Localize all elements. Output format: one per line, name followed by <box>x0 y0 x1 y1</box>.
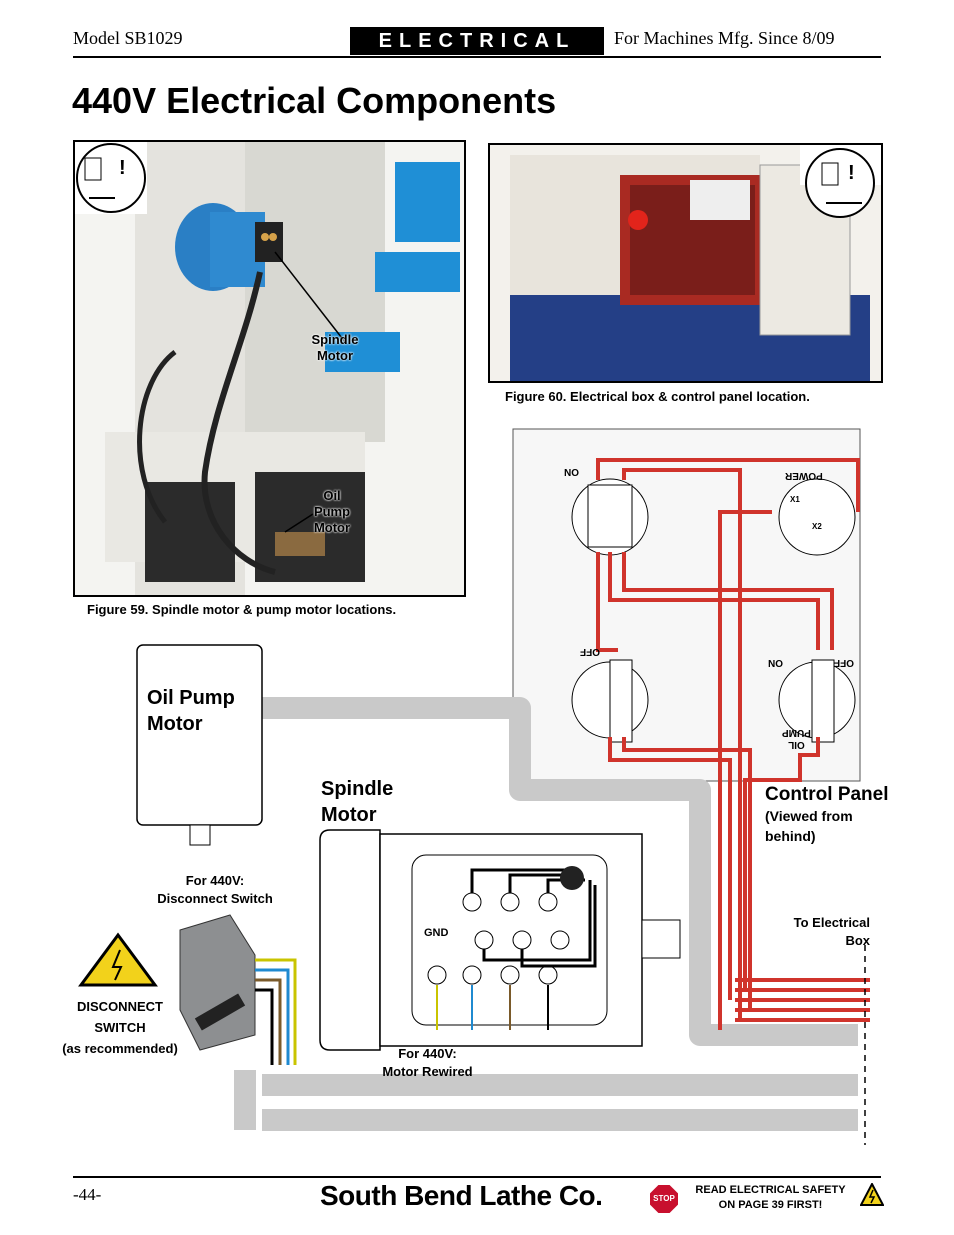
to-electrical-box-label: To Electrical Box <box>770 914 870 950</box>
spindle-motor-label-line1: Spindle <box>321 778 394 800</box>
safety-notice: READ ELECTRICAL SAFETY ON PAGE 39 FIRST! <box>683 1183 858 1213</box>
control-panel-note-line1: (Viewed from <box>765 808 853 824</box>
disconnect-switch-label-line2: SWITCH <box>94 1020 146 1035</box>
panel-label-power: POWER <box>785 470 823 481</box>
figure-59-illustration: ! <box>75 142 464 595</box>
disconnect-switch-note-line2: Disconnect Switch <box>157 891 273 906</box>
brand-logo: South Bend Lathe Co. <box>320 1180 603 1211</box>
conduits <box>234 697 858 1131</box>
machines-label: For Machines Mfg. Since 8/09 <box>614 28 835 48</box>
callout-spindle-motor: Spindle Motor <box>300 332 370 364</box>
panel-label-off-left: OFF <box>580 646 600 657</box>
disconnect-switch-label: DISCONNECT SWITCH (as recommended) <box>55 996 185 1059</box>
oil-pump-motor-label-line2: Motor <box>147 713 203 735</box>
figure-59-photo: ! <box>73 140 466 597</box>
oil-pump-motor-label: Oil Pump Motor <box>147 685 235 737</box>
motor-terminals <box>427 892 570 985</box>
panel-oil-pump-line2: PUMP <box>782 727 811 738</box>
footer-rule <box>73 1176 881 1178</box>
control-panel-label: Control Panel <box>765 784 889 805</box>
disconnect-switch-label-line1: DISCONNECT <box>77 999 163 1014</box>
motor-rewired-label: For 440V: Motor Rewired <box>370 1045 485 1081</box>
callout-pump-line1: Oil <box>323 488 341 503</box>
gnd-label: GND <box>424 927 449 939</box>
disconnect-switch-note-line1: For 440V: <box>185 873 245 888</box>
disconnect-switch-label-line3: (as recommended) <box>62 1041 178 1056</box>
panel-label-on-top: ON <box>564 466 579 477</box>
control-panel-note: (Viewed from behind) <box>765 806 853 846</box>
control-panel-note-line2: behind) <box>765 828 816 844</box>
motor-rewired-label-line1: For 440V: <box>398 1046 457 1061</box>
header-rule <box>73 56 881 58</box>
callout-spindle-line1: Spindle <box>311 332 359 347</box>
high-voltage-warning-icon <box>78 932 158 987</box>
warning-triangle-icon <box>860 1183 884 1206</box>
safety-notice-line2: ON PAGE 39 FIRST! <box>718 1199 823 1211</box>
red-panel-wires <box>596 458 870 1030</box>
panel-label-oil-pump: OIL PUMP <box>782 726 811 750</box>
motor-leads <box>436 985 549 1030</box>
page-title: 440V Electrical Components <box>72 80 557 121</box>
callout-spindle-line2: Motor <box>316 348 354 363</box>
svg-text:!: ! <box>119 157 126 179</box>
motor-rewired-label-line2: Motor Rewired <box>382 1064 473 1079</box>
model-label: Model SB1029 <box>73 28 183 48</box>
motor-internal-wires <box>470 868 597 968</box>
disconnect-switch-note: For 440V: Disconnect Switch <box>140 872 290 908</box>
panel-label-x2: X2 <box>812 522 822 531</box>
callout-pump-line3: Motor <box>313 520 351 535</box>
to-electrical-box-line1: To Electrical <box>793 915 870 930</box>
figure-60-illustration: ! <box>490 145 881 381</box>
svg-text:!: ! <box>848 162 855 184</box>
page-number: -44- <box>73 1185 102 1204</box>
oil-pump-motor-body <box>136 644 263 846</box>
to-electrical-box-line2: Box <box>845 933 870 948</box>
callout-pump-line2: Pump <box>313 504 351 519</box>
section-band: ELECTRICAL <box>350 27 604 55</box>
stop-sign-icon: STOP <box>650 1185 678 1213</box>
disconnect-switch-body <box>179 914 297 1065</box>
callout-oil-pump-motor: Oil Pump Motor <box>300 488 364 536</box>
panel-label-on-right: ON <box>768 657 783 668</box>
panel-oil-pump-line1: OIL <box>788 739 805 750</box>
panel-switches <box>571 478 856 743</box>
spindle-motor-body <box>319 829 681 1051</box>
figure-60-caption: Figure 60. Electrical box & control pane… <box>505 389 810 404</box>
spindle-motor-label-line2: Motor <box>321 804 377 826</box>
figure-59-caption: Figure 59. Spindle motor & pump motor lo… <box>87 602 397 617</box>
panel-label-x1: X1 <box>790 495 800 504</box>
spindle-motor-label: Spindle Motor <box>321 776 393 828</box>
safety-notice-line1: READ ELECTRICAL SAFETY <box>695 1184 846 1196</box>
oil-pump-motor-label-line1: Oil Pump <box>147 687 235 709</box>
panel-label-off-right: OFF <box>834 657 854 668</box>
figure-60-photo: ! <box>488 143 883 383</box>
